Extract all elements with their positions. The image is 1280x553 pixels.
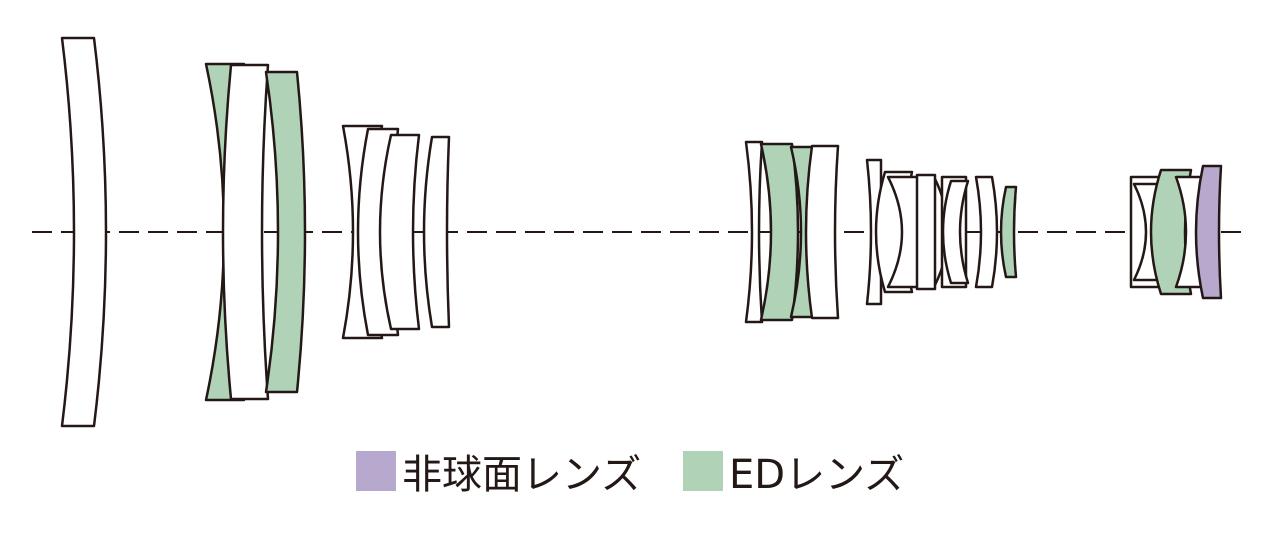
lens-element-1	[60, 36, 108, 428]
lens-element-18	[941, 179, 970, 285]
lens-element-8	[422, 135, 451, 329]
lens-element-3	[221, 63, 270, 401]
legend-swatch-ed	[683, 451, 723, 491]
lens-element-19	[974, 175, 999, 289]
lens-element-9	[744, 140, 764, 324]
third-group	[341, 124, 451, 340]
legend-ed: EDレンズ	[683, 446, 904, 498]
legend-label-aspherical: 非球面レンズ	[402, 452, 642, 498]
lens-element-10	[759, 142, 800, 322]
lens-element-16	[915, 173, 937, 291]
rear-group	[1129, 164, 1223, 300]
front-group	[60, 36, 108, 428]
legend-swatch-aspherical	[356, 451, 396, 491]
lens-elements	[60, 36, 1223, 428]
lens-element-4	[264, 70, 307, 394]
fourth-group	[744, 140, 840, 324]
fifth-group	[865, 158, 1018, 306]
lens-element-20	[999, 185, 1018, 279]
legend-label-ed: EDレンズ	[729, 452, 905, 498]
lens-element-25	[1194, 164, 1223, 300]
legend-aspherical: 非球面レンズ	[356, 446, 641, 498]
second-group	[204, 62, 307, 402]
lens-element-7	[378, 133, 421, 331]
lens-element-12	[804, 144, 840, 320]
